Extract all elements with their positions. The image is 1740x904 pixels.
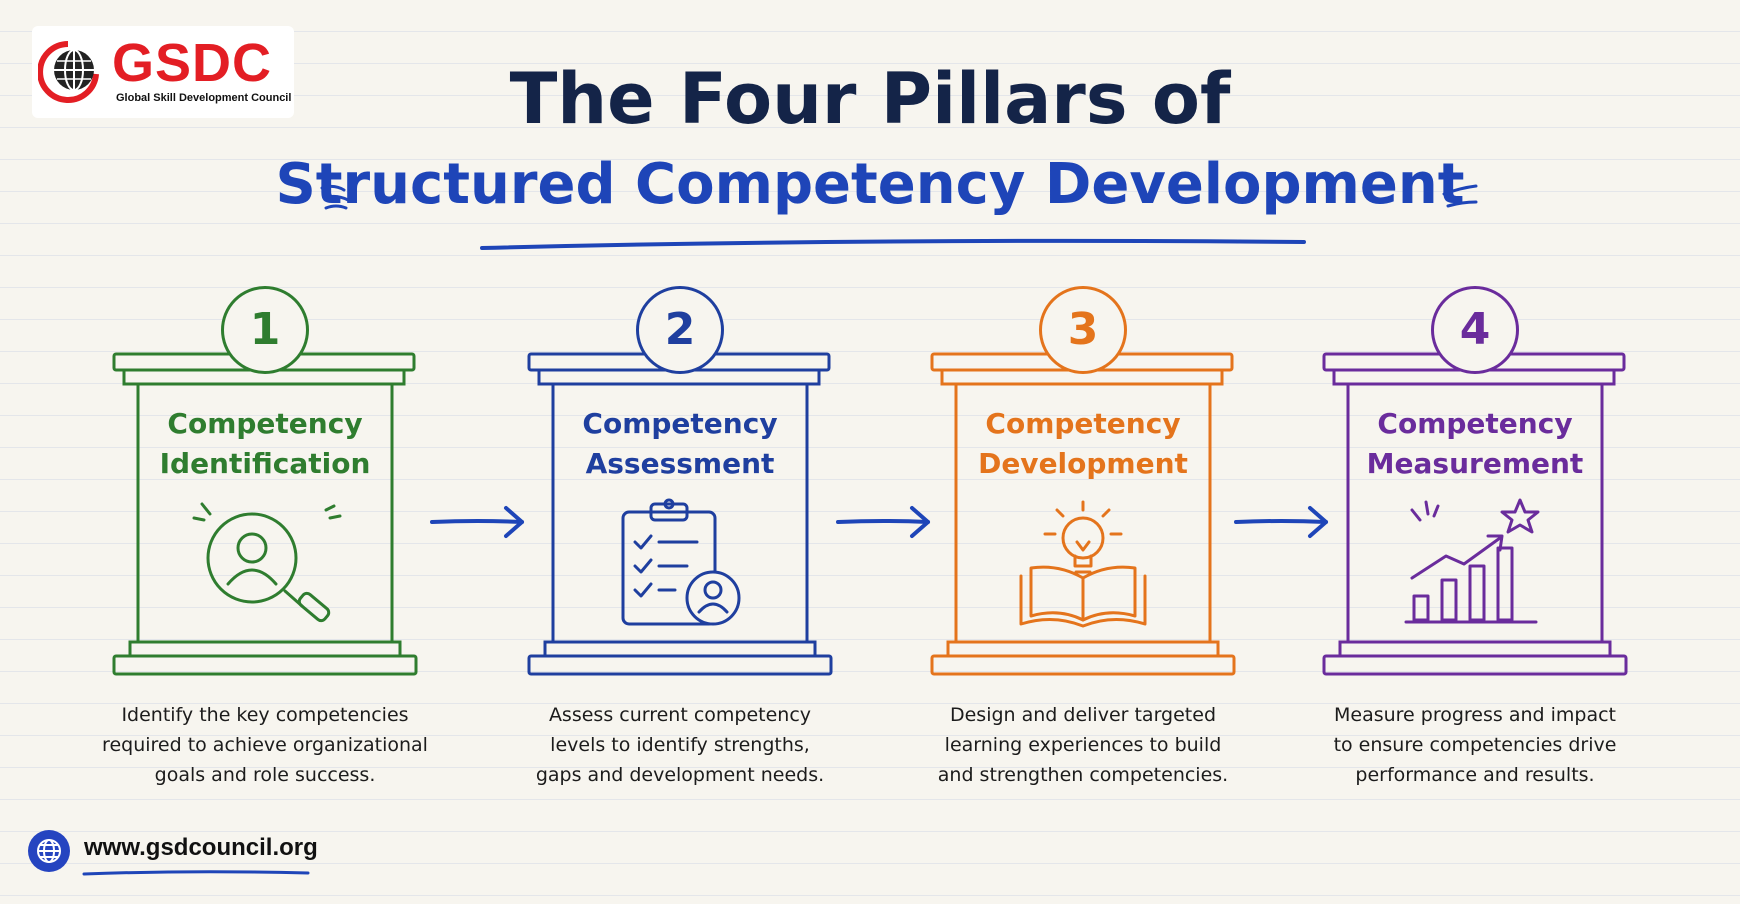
growth-chart-star-icon xyxy=(1404,498,1540,624)
magnifier-user-icon xyxy=(192,502,342,623)
pillar-title-line-2: Measurement xyxy=(1366,447,1584,480)
pillar-title-line-1: Competency xyxy=(167,407,363,440)
pillar-3: 3 Competency Development xyxy=(928,286,1238,686)
arrow-right-icon xyxy=(836,506,930,538)
description-line: Assess current competency xyxy=(548,704,812,726)
pillar-title-line-1: Competency xyxy=(985,407,1181,440)
description-line: Measure progress and impact xyxy=(1333,704,1617,726)
pillar-1: 1 Competency Identification xyxy=(110,286,420,686)
pillar-number: 4 xyxy=(1431,286,1519,374)
title-dash-left-icon xyxy=(320,184,350,210)
pillar-number: 3 xyxy=(1039,286,1127,374)
pillar-4: 4 Competency Measurement xyxy=(1320,286,1630,686)
pillar-2-description: Assess current competency levels to iden… xyxy=(515,700,845,790)
globe-logo-icon xyxy=(38,41,99,103)
globe-icon xyxy=(28,830,70,872)
logo-subtitle: Global Skill Development Council xyxy=(116,92,292,104)
description-line: required to achieve organizational xyxy=(102,734,428,756)
clipboard-checklist-icon xyxy=(621,498,741,626)
pillar-3-description: Design and deliver targeted learning exp… xyxy=(918,700,1248,790)
pillar-title: Competency Development xyxy=(958,404,1208,484)
arrow-right-icon xyxy=(1234,506,1328,538)
pillar-title-line-2: Identification xyxy=(159,447,371,480)
logo-name: GSDC xyxy=(112,33,273,93)
description-line: performance and results. xyxy=(1355,764,1595,786)
description-line: to ensure competencies drive xyxy=(1333,734,1617,756)
description-line: goals and role success. xyxy=(154,764,376,786)
description-line: levels to identify strengths, xyxy=(550,734,810,756)
title-dash-right-icon xyxy=(1442,172,1478,208)
pillar-title-line-1: Competency xyxy=(582,407,778,440)
footer-underline xyxy=(82,870,310,876)
pillar-title: Competency Identification xyxy=(140,404,390,484)
description-line: and strengthen competencies. xyxy=(937,764,1229,786)
title-underline xyxy=(480,238,1306,250)
pillar-frame xyxy=(112,352,418,676)
description-line: Identify the key competencies xyxy=(121,704,409,726)
title-line-1: The Four Pillars of xyxy=(509,58,1231,140)
arrow-right-icon xyxy=(430,506,524,538)
pillar-title: Competency Measurement xyxy=(1350,404,1600,484)
title-line-2: Structured Competency Development xyxy=(275,152,1465,217)
gsdc-logo: GSDC Global Skill Development Council xyxy=(32,26,294,118)
website-link[interactable]: www.gsdcouncil.org xyxy=(84,834,318,861)
pillar-title-line-2: Assessment xyxy=(585,447,775,480)
pillar-title-line-2: Development xyxy=(978,447,1188,480)
description-line: Design and deliver targeted xyxy=(949,704,1217,726)
pillar-1-description: Identify the key competencies required t… xyxy=(100,700,430,790)
pillar-number: 2 xyxy=(636,286,724,374)
description-line: learning experiences to build xyxy=(944,734,1222,756)
pillar-number: 1 xyxy=(221,286,309,374)
pillar-2: 2 Competency Assessment xyxy=(525,286,835,686)
lightbulb-book-icon xyxy=(1019,500,1147,628)
pillar-frame xyxy=(527,352,833,676)
pillar-title: Competency Assessment xyxy=(555,404,805,484)
pillar-title-line-1: Competency xyxy=(1377,407,1573,440)
pillar-4-description: Measure progress and impact to ensure co… xyxy=(1310,700,1640,790)
description-line: gaps and development needs. xyxy=(535,764,825,786)
